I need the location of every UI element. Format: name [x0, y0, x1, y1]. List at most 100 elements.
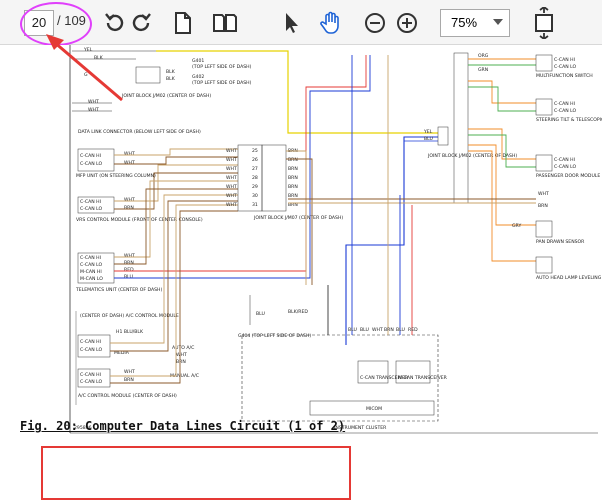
wire-label: BRN — [288, 175, 298, 181]
wire-label: YEL — [423, 129, 433, 135]
pin-label: 26 — [252, 157, 258, 163]
pin-label: C-CAN LO — [554, 108, 577, 114]
pin-label: C-CAN LO — [80, 206, 103, 212]
module-label: MULTIFUNCTION SWITCH — [536, 73, 593, 79]
pin-label: C-CAN LO — [80, 161, 103, 167]
pin-label: C-CAN HI — [80, 372, 101, 378]
module-label: PAN DRAWN SENSOR — [536, 239, 585, 245]
module-label: TELEMATICS UNIT (CENTER OF DASH) — [75, 287, 162, 293]
pin-label: 28 — [252, 175, 258, 181]
joint-block-label: JOINT BLOCK J/M02 (CENTER OF DASH) — [427, 153, 517, 159]
module-label: (CENTER OF DASH) A/C CONTROL MODULE — [80, 313, 179, 319]
module-label: VRS CONTROL MODULE (FRONT OF CENTER CONS… — [76, 217, 203, 223]
page-icon[interactable] — [170, 10, 196, 36]
wire-label: BLK/RED — [288, 309, 308, 315]
wire-label: BLK — [94, 55, 104, 61]
wire-label: WHT — [124, 151, 135, 157]
wire-label: RED — [408, 327, 418, 333]
wire-label: WHT — [372, 327, 383, 333]
joint-block-label: JOINT BLOCK J/M02 (CENTER OF DASH) — [121, 93, 211, 99]
pin-label: 29 — [252, 184, 258, 190]
pin-label: C-CAN LO — [80, 347, 103, 353]
module-label: DATA LINK CONNECTOR (BELOW LEFT SIDE OF … — [78, 129, 201, 135]
component-label: MICOM — [366, 406, 382, 412]
pin-label: MEDIA — [114, 350, 130, 356]
wire-label: BLU — [360, 327, 369, 333]
wire-label: BRN — [288, 184, 298, 190]
rotate-cw-icon[interactable] — [128, 10, 154, 36]
zoom-value: 75% — [451, 15, 478, 30]
module-box — [535, 54, 553, 72]
wire-label: BRN — [288, 193, 298, 199]
wire-label: BLU — [396, 327, 405, 333]
wire-label: BRN — [288, 166, 298, 172]
wire-label: BLK — [166, 69, 176, 75]
module-box — [535, 220, 553, 238]
wire-label: WHT — [88, 99, 99, 105]
wire-label: WHT — [538, 191, 549, 197]
pin-label: C-CAN HI — [80, 339, 101, 345]
pin-label: C-CAN HI — [80, 199, 101, 205]
document-view[interactable]: YEL BLK G G401 (TOP LEFT SIDE OF DASH) G… — [0, 45, 602, 501]
wire-label: BLK — [166, 76, 176, 82]
wire-label: WHT — [226, 193, 237, 199]
wire-label: WHT — [226, 202, 237, 208]
wire-label: WHT — [124, 160, 135, 166]
wire-label: BRN — [384, 327, 394, 333]
rotate-ccw-icon[interactable] — [102, 10, 128, 36]
zoom-out-icon[interactable] — [362, 10, 388, 36]
pin-label: C-CAN HI — [80, 153, 101, 159]
pin-label: C-CAN HI — [80, 255, 101, 261]
module-label: PASSENGER DOOR MODULE — [536, 173, 600, 179]
zoom-in-icon[interactable] — [394, 10, 420, 36]
pin-label: M-CAN LO — [80, 276, 103, 282]
wire-label: WHT — [226, 184, 237, 190]
wire-label: BRN — [124, 260, 134, 266]
pin-label: 25 — [252, 148, 258, 154]
module-box — [535, 98, 553, 116]
pin-label: C-CAN LO — [80, 262, 103, 268]
wire-label: WHT — [226, 175, 237, 181]
wire-label: BLU — [256, 311, 265, 317]
wire-label: BRN — [538, 203, 548, 209]
wire-label: ORG — [478, 53, 489, 59]
wire-label: WHT — [124, 197, 135, 203]
ground-label: G404 (TOP LEFT SIDE OF DASH) — [238, 333, 311, 339]
module-box — [535, 154, 553, 172]
ground-desc: (TOP LEFT SIDE OF DASH) — [192, 64, 252, 70]
two-page-icon[interactable] — [212, 10, 238, 36]
pin-label: C-CAN LO — [554, 164, 577, 170]
wire-label: BLU — [348, 327, 357, 333]
wire-label: BRN — [124, 205, 134, 211]
ground-label: G402 — [192, 74, 204, 80]
fit-page-icon[interactable] — [530, 7, 558, 39]
wire-label: RED — [124, 267, 134, 273]
pin-label: C-CAN LO — [554, 64, 577, 70]
module-label: INSTRUMENT CLUSTER — [334, 425, 387, 431]
module-label: STEERING TILT & TELESCOPIC MODULE — [536, 117, 602, 123]
wire-label: WHT — [226, 148, 237, 154]
figure-ref: 295896 — [74, 425, 92, 431]
ground-label: G — [84, 72, 88, 78]
wire-label: WHT — [124, 253, 135, 259]
wire-label: WHT — [226, 166, 237, 172]
component-label: M-CAN TRANSCEIVER — [398, 375, 448, 381]
wire-label: BRN — [124, 377, 134, 383]
wire-label: GRY — [512, 223, 521, 229]
component-label: C-CAN TRANSCEIVER — [360, 375, 409, 381]
zoom-select[interactable]: 75% — [440, 9, 510, 37]
module-label: A/C CONTROL MODULE (CENTER OF DASH) — [78, 393, 177, 399]
pin-label: 27 — [252, 166, 258, 172]
pin-label: C-CAN HI — [554, 157, 575, 163]
wire-label: BLU — [424, 136, 433, 142]
wiring-diagram: YEL BLK G G401 (TOP LEFT SIDE OF DASH) G… — [69, 45, 602, 434]
wire-label: BRN — [176, 359, 186, 365]
pin-label: C-CAN LO — [80, 379, 103, 385]
hand-icon[interactable] — [318, 10, 344, 36]
ground-label: G401 — [192, 58, 204, 64]
wire-label: BRN — [288, 202, 298, 208]
select-arrow-icon[interactable] — [278, 10, 304, 36]
pin-label: MANUAL A/C — [170, 373, 199, 379]
ground-desc: (TOP LEFT SIDE OF DASH) — [192, 80, 252, 86]
pin-label: AUTO A/C — [172, 345, 194, 351]
